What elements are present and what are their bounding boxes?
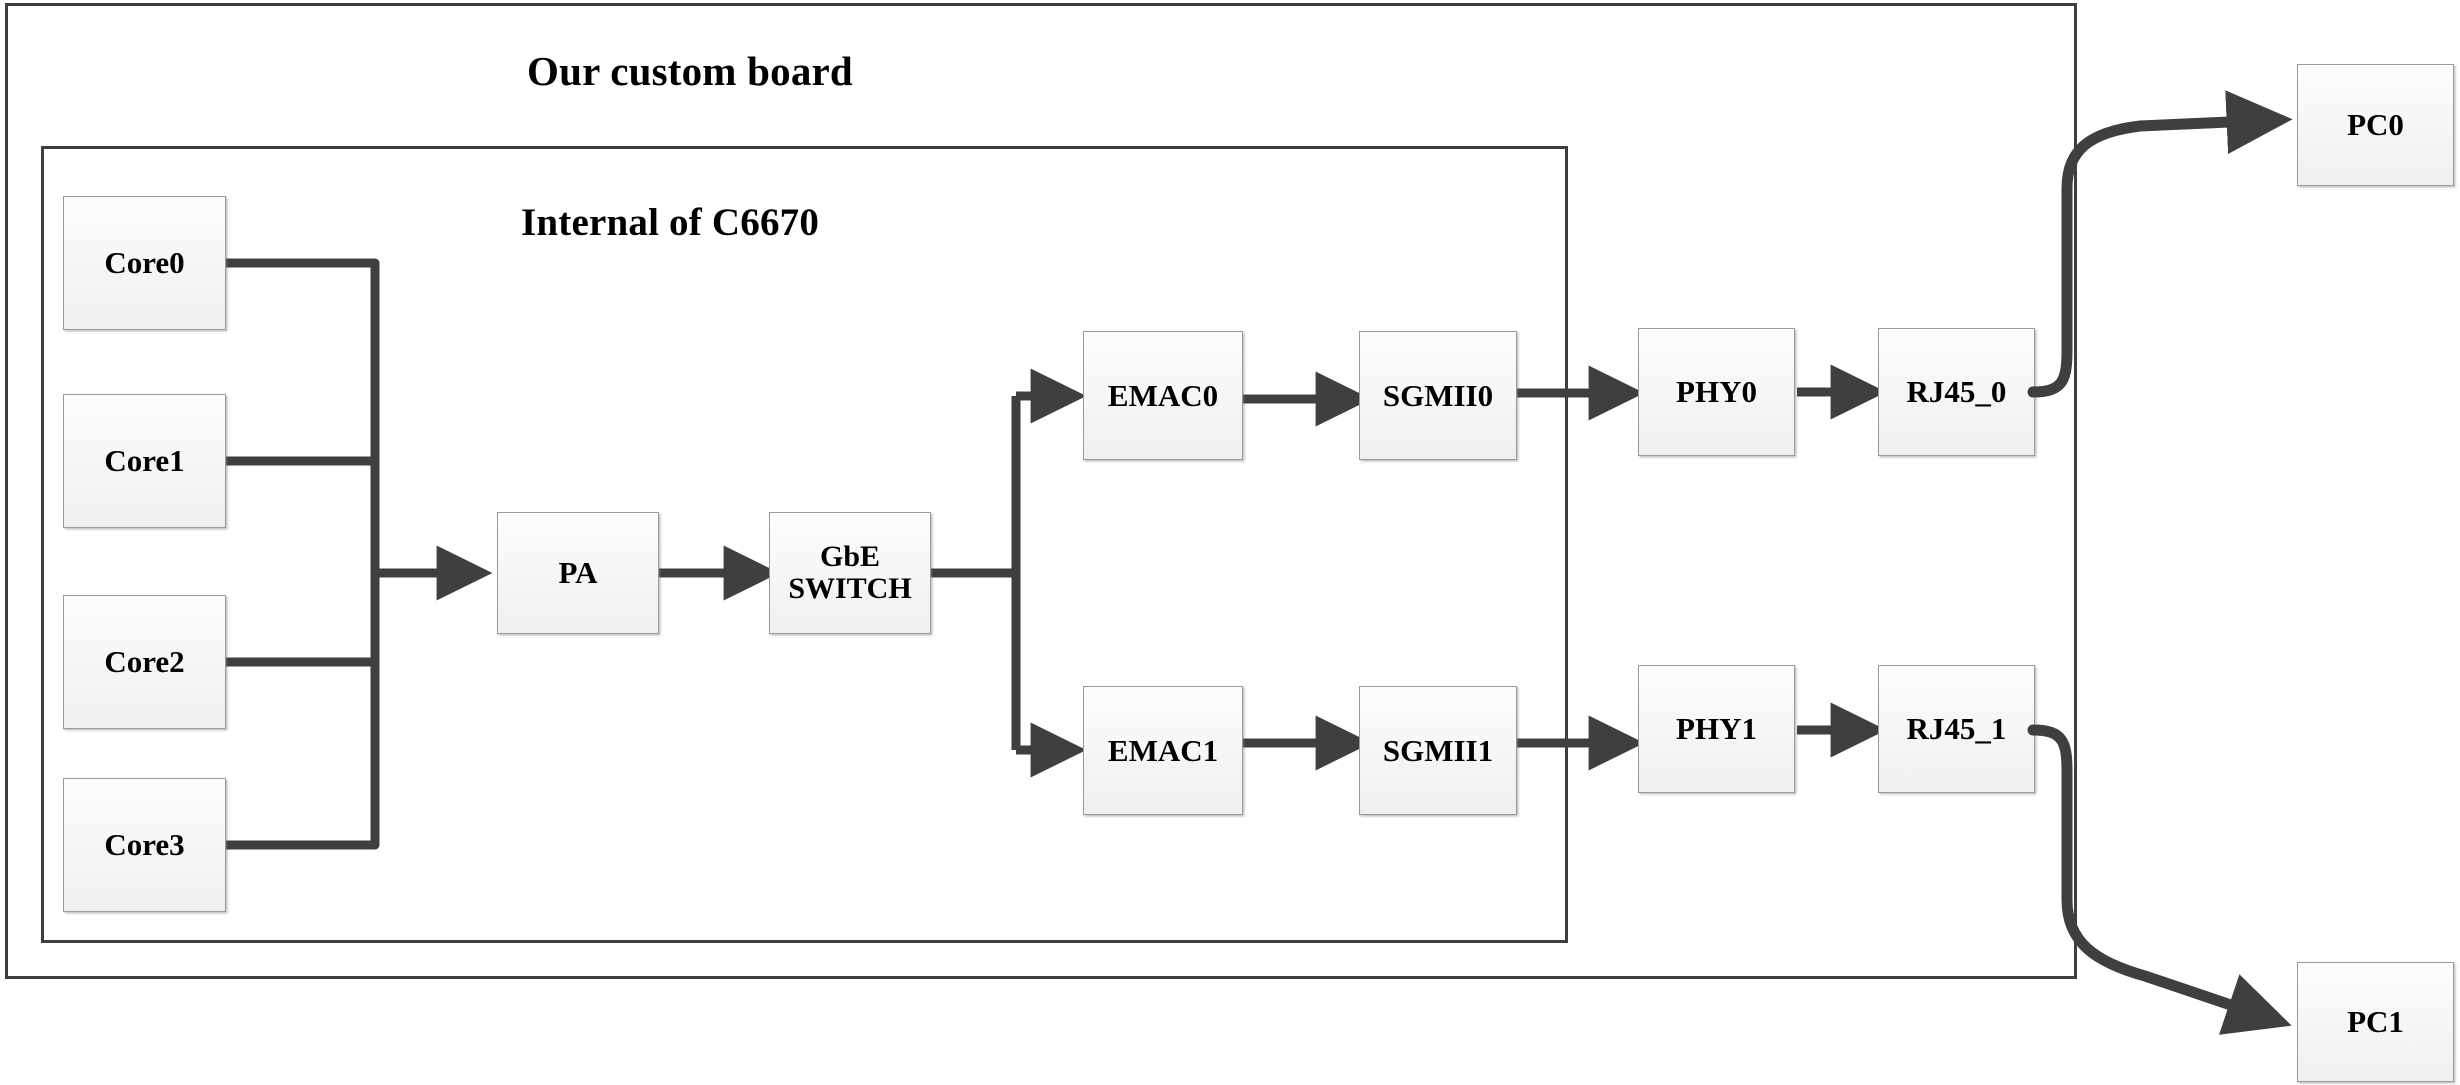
c6670-internal-title: Internal of C6670 [521,201,820,244]
node-phy1[interactable]: PHY1 [1638,665,1795,793]
node-gbe-switch-line1: GbE [819,539,881,573]
node-pc0[interactable]: PC0 [2297,64,2454,186]
c6670-internal-container [41,146,1568,943]
custom-board-container [5,3,2077,979]
node-core2[interactable]: Core2 [63,595,226,729]
node-emac0[interactable]: EMAC0 [1083,331,1243,460]
node-sgmii1[interactable]: SGMII1 [1359,686,1517,815]
node-core1[interactable]: Core1 [63,394,226,528]
node-phy0[interactable]: PHY0 [1638,328,1795,456]
node-gbe-switch[interactable]: GbE SWITCH [769,512,931,634]
node-gbe-switch-line2: SWITCH [788,572,912,605]
node-emac1[interactable]: EMAC1 [1083,686,1243,815]
node-pc1[interactable]: PC1 [2297,962,2454,1082]
node-rj45-1[interactable]: RJ45_1 [1878,665,2035,793]
node-core3[interactable]: Core3 [63,778,226,912]
node-core0[interactable]: Core0 [63,196,226,330]
node-sgmii0[interactable]: SGMII0 [1359,331,1517,460]
node-pa[interactable]: PA [497,512,659,634]
node-rj45-0[interactable]: RJ45_0 [1878,328,2035,456]
custom-board-title: Our custom board [527,48,853,94]
